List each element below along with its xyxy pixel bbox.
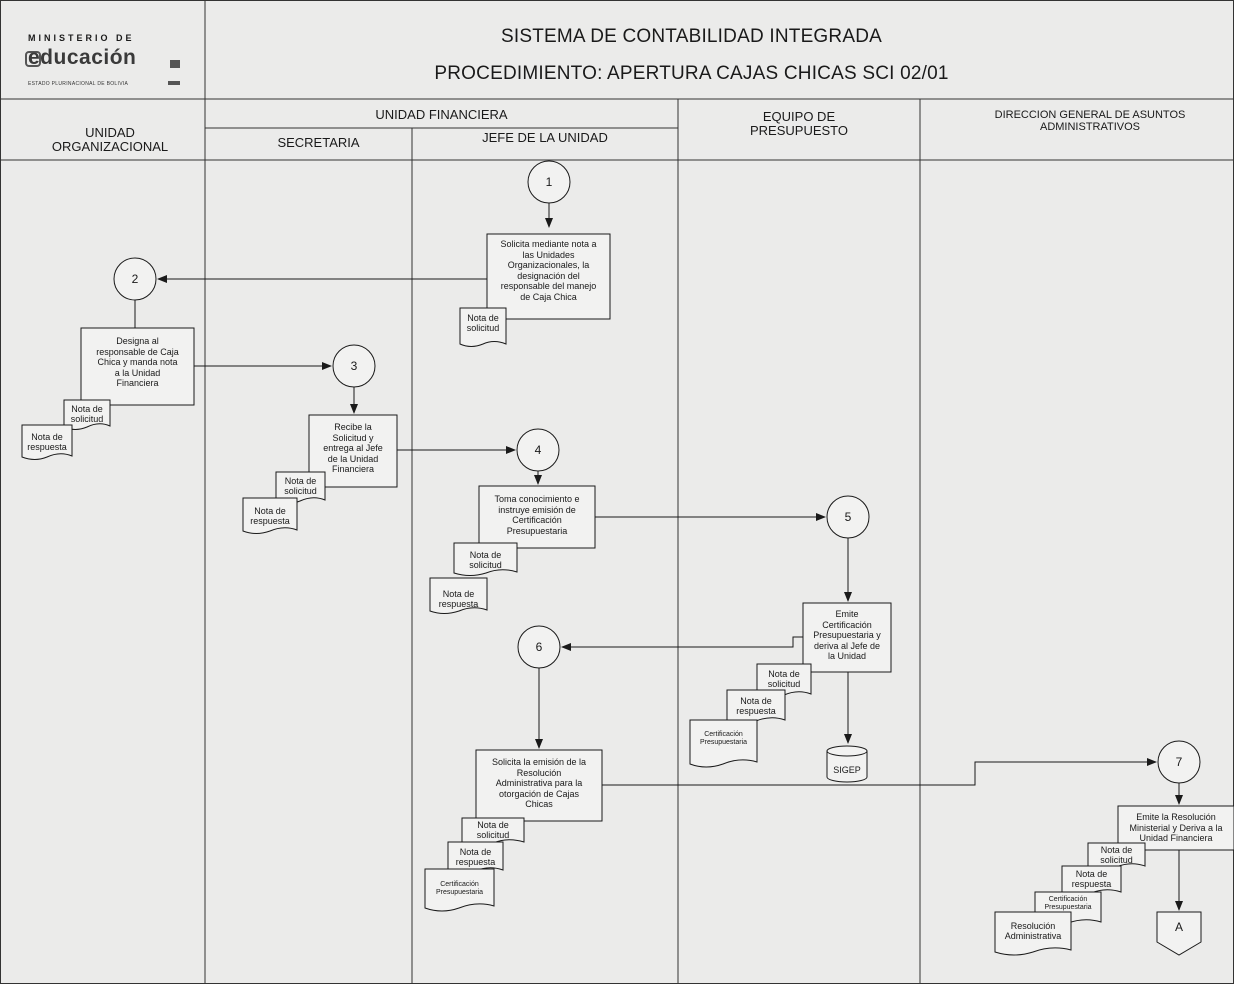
ministry-logo bbox=[25, 51, 180, 85]
doc-label-certificacion-s6: Certificación Presupuestaria bbox=[435, 881, 484, 896]
doc-label-nota-solicitud-s3: Nota de solicitud bbox=[284, 476, 317, 496]
system-title: SISTEMA DE CONTABILIDAD INTEGRADA bbox=[500, 26, 883, 47]
step-4-box[interactable] bbox=[478, 485, 596, 549]
doc-label-nota-solicitud-s6: Nota de solicitud bbox=[476, 820, 510, 840]
connector-7-label: 7 bbox=[1175, 755, 1183, 769]
logo-subtitle-text: ESTADO PLURINACIONAL DE BOLIVIA bbox=[28, 81, 129, 87]
doc-certificacion-s6 bbox=[424, 868, 495, 912]
logo-ministerio-text: MINISTERIO DE bbox=[28, 33, 135, 43]
doc-certificacion-s5 bbox=[689, 719, 758, 768]
sigep-label: SIGEP bbox=[833, 765, 861, 775]
lane-direccion-general: DIRECCION GENERAL DE ASUNTOS ADMINISTRAT… bbox=[994, 109, 1186, 133]
lane-equipo-presupuesto: EQUIPO DE PRESUPUESTO bbox=[749, 109, 848, 138]
doc-label-nota-solicitud-s4: Nota de solicitud bbox=[469, 550, 502, 570]
offpage-connector-A[interactable] bbox=[1156, 911, 1202, 956]
doc-nota-respuesta-s4 bbox=[429, 577, 488, 614]
step-1-text: Solicita mediante nota a las Unidades Or… bbox=[500, 239, 597, 302]
doc-nota-solicitud-s4 bbox=[453, 542, 518, 576]
procedure-title: PROCEDIMIENTO: APERTURA CAJAS CHICAS SCI… bbox=[434, 63, 949, 84]
doc-nota-solicitud-s1 bbox=[459, 307, 507, 347]
doc-resolucion-s7 bbox=[994, 911, 1072, 956]
doc-label-nota-respuesta-s7: Nota de respuesta bbox=[1071, 869, 1112, 889]
lane-unidad-organizacional: UNIDAD ORGANIZACIONAL bbox=[51, 125, 169, 154]
step-5-text: Emite Certificación Presupuestaria y der… bbox=[813, 609, 881, 661]
step-7-text: Emite la Resolución Ministerial y Deriva… bbox=[1129, 812, 1223, 843]
step-2-text: Designa al responsable de Caja Chica y m… bbox=[96, 336, 179, 388]
step-3-text: Recibe la Solicitud y entrega al Jefe de… bbox=[323, 422, 383, 474]
flow-s5-to-6 bbox=[561, 636, 803, 651]
doc-label-nota-respuesta-s6: Nota de respuesta bbox=[455, 847, 496, 867]
flow-s6-to-7 bbox=[602, 758, 1157, 786]
doc-label-nota-solicitud-s5: Nota de solicitud bbox=[767, 669, 801, 689]
doc-label-nota-respuesta-s3: Nota de respuesta bbox=[250, 506, 290, 526]
doc-nota-respuesta-s2 bbox=[21, 424, 73, 460]
connector-2-label: 2 bbox=[131, 272, 139, 286]
database-sigep[interactable] bbox=[826, 745, 868, 783]
lane-secretaria: SECRETARIA bbox=[277, 135, 360, 150]
lane-unidad-financiera: UNIDAD FINANCIERA bbox=[375, 107, 508, 122]
step-1-box[interactable] bbox=[486, 233, 611, 320]
doc-label-nota-respuesta-s2: Nota de respuesta bbox=[27, 432, 67, 452]
step-4-text: Toma conocimiento e instruye emisión de … bbox=[494, 494, 580, 536]
connector-5-label: 5 bbox=[844, 510, 852, 524]
doc-label-nota-respuesta-s4: Nota de respuesta bbox=[438, 589, 479, 609]
doc-label-nota-respuesta-s5: Nota de respuesta bbox=[736, 696, 776, 716]
doc-label-certificacion-s5: Certificación Presupuestaria bbox=[699, 731, 748, 746]
doc-label-nota-solicitud-s7: Nota de solicitud bbox=[1100, 845, 1133, 865]
step-6-box[interactable] bbox=[475, 749, 603, 822]
connector-4-label: 4 bbox=[534, 443, 542, 457]
doc-label-nota-solicitud-s1: Nota de solicitud bbox=[466, 313, 500, 333]
logo-educacion-text: educación bbox=[28, 46, 137, 69]
step-5-box[interactable] bbox=[802, 602, 892, 673]
connector-6-label: 6 bbox=[535, 640, 543, 654]
doc-label-resolucion-s7: Resolución Administrativa bbox=[1004, 921, 1062, 941]
doc-label-certificacion-s7: Certificación Presupuestaria bbox=[1044, 896, 1092, 911]
connector-1-label: 1 bbox=[545, 175, 553, 189]
doc-nota-respuesta-s3 bbox=[242, 497, 298, 534]
offpage-connector-label: A bbox=[1174, 920, 1183, 934]
step-6-text: Solicita la emisión de la Resolución Adm… bbox=[491, 757, 587, 809]
doc-label-nota-solicitud-s2: Nota de solicitud bbox=[70, 404, 104, 424]
connector-3-label: 3 bbox=[350, 359, 358, 373]
lane-jefe-unidad: JEFE DE LA UNIDAD bbox=[482, 130, 608, 145]
